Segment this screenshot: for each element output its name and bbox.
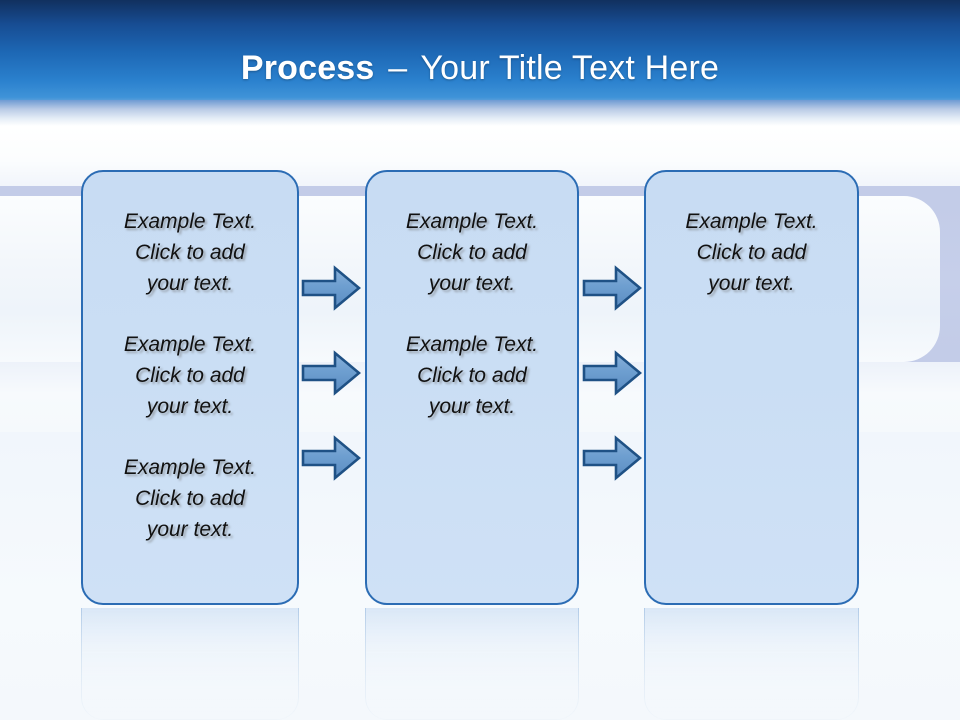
- process-box-1[interactable]: Example Text. Click to add your text. Ex…: [81, 170, 299, 605]
- process-box-2[interactable]: Example Text. Click to add your text. Ex…: [365, 170, 579, 605]
- process-text[interactable]: Example Text. Click to add your text.: [123, 456, 257, 541]
- box-reflection-2: [365, 608, 579, 720]
- title-rest: Your Title Text Here: [420, 49, 720, 87]
- header-fade: [0, 100, 960, 126]
- page-title: Process – Your Title Text Here: [0, 48, 960, 88]
- arrow-right-icon[interactable]: [582, 435, 642, 481]
- arrow-right-icon[interactable]: [301, 435, 361, 481]
- arrow-right-icon[interactable]: [301, 265, 361, 311]
- slide-header-bar: [0, 0, 960, 108]
- process-text[interactable]: Example Text. Click to add your text.: [405, 210, 539, 295]
- process-text[interactable]: Example Text. Click to add your text.: [405, 333, 539, 418]
- box-reflection-1: [81, 608, 299, 720]
- title-bold-part: Process: [240, 49, 375, 87]
- arrow-right-icon[interactable]: [301, 350, 361, 396]
- process-text[interactable]: Example Text. Click to add your text.: [123, 333, 257, 418]
- arrow-right-icon[interactable]: [582, 265, 642, 311]
- arrow-right-icon[interactable]: [582, 350, 642, 396]
- process-text[interactable]: Example Text. Click to add your text.: [123, 210, 257, 295]
- title-separator: –: [388, 49, 408, 87]
- box-reflection-3: [644, 608, 859, 720]
- process-box-3[interactable]: Example Text. Click to add your text.: [644, 170, 859, 605]
- process-text[interactable]: Example Text. Click to add your text.: [685, 210, 818, 295]
